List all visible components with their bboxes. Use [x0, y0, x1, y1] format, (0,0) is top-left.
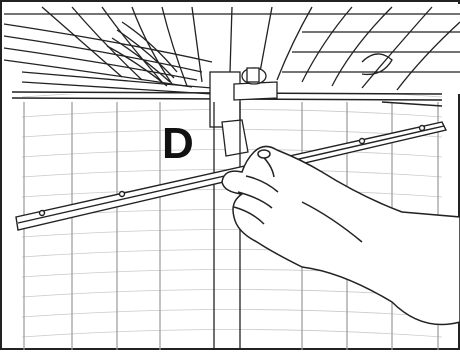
hand [222, 146, 460, 324]
callout-label-d: D [162, 122, 194, 166]
